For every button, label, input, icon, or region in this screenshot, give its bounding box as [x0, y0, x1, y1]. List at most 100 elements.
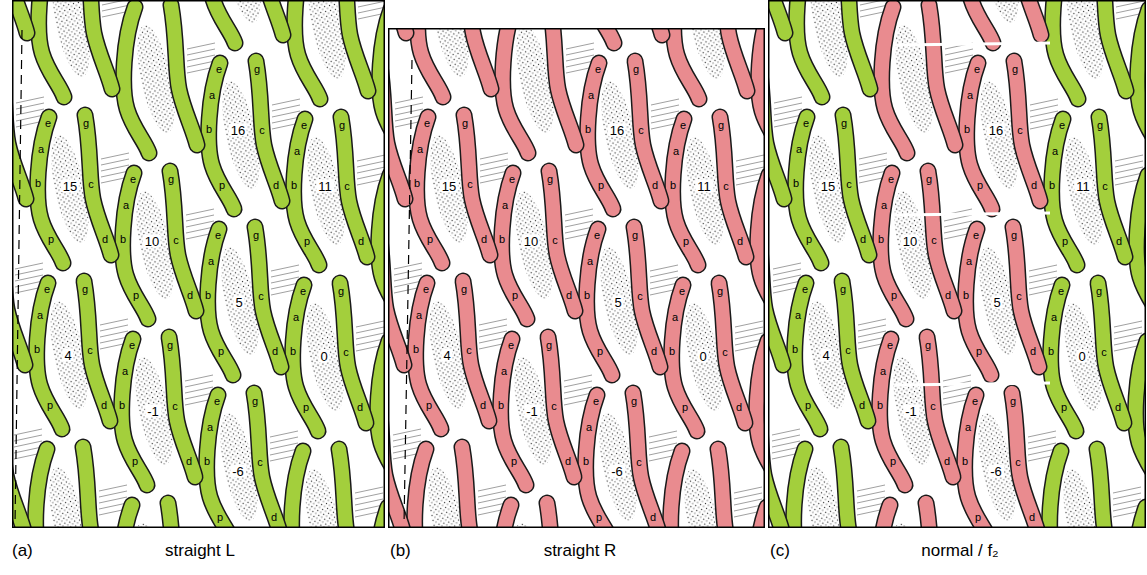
- part-letter: a: [37, 310, 43, 321]
- part-letter: g: [631, 396, 637, 407]
- ridge-tube: [968, 0, 1041, 43]
- part-letter: g: [461, 284, 467, 295]
- ridge-tube: [1135, 505, 1146, 528]
- ridge-tube: [12, 0, 27, 41]
- part-letter: c: [930, 401, 936, 412]
- ridge-tube: [1050, 449, 1123, 528]
- part-letter: p: [218, 346, 224, 357]
- part-letter: a: [502, 200, 508, 211]
- part-letter: e: [424, 118, 430, 129]
- part-letter: b: [205, 290, 211, 301]
- ridge-tube: [502, 171, 575, 319]
- part-letter: d: [944, 456, 950, 467]
- part-letter: p: [426, 400, 432, 411]
- part-letter: d: [357, 402, 363, 413]
- part-letter: c: [1016, 291, 1022, 302]
- ridge-tube: [768, 0, 785, 41]
- part-letter: d: [1116, 236, 1122, 247]
- part-letter: d: [481, 234, 487, 245]
- phyllotaxis-panel: [12, 0, 385, 528]
- part-letter: b: [793, 178, 799, 189]
- part-letter: g: [1097, 120, 1103, 131]
- part-letter: p: [976, 346, 982, 357]
- part-letter: c: [466, 345, 472, 356]
- ridge-tube: [388, 225, 404, 373]
- callout-number: -1: [524, 405, 540, 418]
- ridge-tube: [121, 503, 194, 528]
- part-letter: c: [343, 347, 349, 358]
- part-letter: p: [890, 456, 896, 467]
- ridge-tube: [965, 393, 1038, 528]
- ridge-tube: [880, 337, 953, 485]
- ridge-tube: [589, 28, 662, 43]
- ridge-tube: [388, 391, 403, 528]
- part-letter: g: [1011, 230, 1017, 241]
- part-letter: p: [1062, 236, 1068, 247]
- part-letter: a: [122, 366, 128, 377]
- callout-number: 5: [991, 296, 1002, 309]
- part-letter: a: [38, 144, 44, 155]
- part-letter: p: [48, 234, 54, 245]
- part-letter: a: [881, 200, 887, 211]
- callout-number: 4: [820, 349, 831, 362]
- part-letter: a: [416, 310, 422, 321]
- part-letter: p: [598, 180, 604, 191]
- ridge-tube: [586, 393, 659, 528]
- part-letter: c: [257, 457, 263, 468]
- ridge-tube: [12, 391, 24, 528]
- part-letter: g: [252, 396, 258, 407]
- ridge-tube: [12, 59, 26, 207]
- part-letter: g: [82, 284, 88, 295]
- part-letter: e: [215, 230, 221, 241]
- part-letter: e: [680, 120, 686, 131]
- callout-number: 10: [901, 235, 919, 248]
- callout-number: -6: [988, 465, 1004, 478]
- part-letter: b: [413, 344, 419, 355]
- callout-number: 11: [316, 180, 334, 193]
- part-letter: e: [300, 286, 306, 297]
- part-letter: p: [977, 180, 983, 191]
- part-letter: d: [736, 402, 742, 413]
- part-letter: p: [806, 234, 812, 245]
- callout-number: 0: [1076, 350, 1087, 363]
- part-letter: p: [217, 512, 223, 523]
- panel-letter: (a): [12, 541, 33, 561]
- ridge-tube: [966, 227, 1039, 375]
- part-letter: c: [172, 401, 178, 412]
- callout-number: 0: [318, 350, 329, 363]
- part-letter: a: [880, 366, 886, 377]
- part-letter: b: [584, 290, 590, 301]
- callout-number: 11: [695, 180, 713, 193]
- part-letter: e: [216, 64, 222, 75]
- part-letter: b: [120, 234, 126, 245]
- part-letter: d: [272, 346, 278, 357]
- ridge-tube: [388, 28, 406, 41]
- part-letter: d: [860, 234, 866, 245]
- part-letter: e: [301, 120, 307, 131]
- callout-number: 0: [697, 350, 708, 363]
- ridge-tube: [768, 59, 784, 207]
- axis-line: [15, 30, 22, 525]
- part-letter: d: [1029, 512, 1035, 523]
- ridge-tube: [882, 5, 955, 153]
- part-letter: g: [632, 230, 638, 241]
- part-letter: a: [795, 310, 801, 321]
- part-letter: c: [723, 181, 729, 192]
- part-letter: b: [119, 400, 125, 411]
- part-letter: a: [1052, 146, 1058, 157]
- part-letter: c: [552, 235, 558, 246]
- ridge-tube: [672, 283, 745, 431]
- part-letter: b: [583, 456, 589, 467]
- part-letter: d: [565, 456, 571, 467]
- part-letter: p: [975, 512, 981, 523]
- ridge-tube: [417, 115, 490, 263]
- ridge-tube: [123, 171, 196, 319]
- part-letter: a: [501, 366, 507, 377]
- part-letter: c: [87, 345, 93, 356]
- part-letter: b: [1049, 180, 1055, 191]
- part-letter: g: [83, 118, 89, 129]
- part-letter: a: [123, 200, 129, 211]
- part-letter: d: [945, 290, 951, 301]
- part-letter: a: [966, 256, 972, 267]
- part-letter: e: [508, 340, 514, 351]
